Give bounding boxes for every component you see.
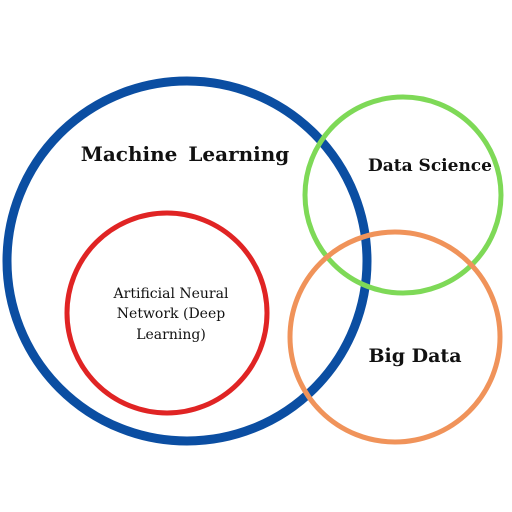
machine-learning-circle [2,76,372,446]
ann-label: Artificial Neural Network (Deep Learning… [113,286,229,343]
data-science-label: Data Science [368,156,492,176]
ann-circle [64,210,270,416]
big-data-label: Big Data [368,345,462,367]
data-science-circle [302,94,504,296]
machine-learning-label: Machine Learning [80,142,290,166]
big-data-circle [287,229,503,445]
